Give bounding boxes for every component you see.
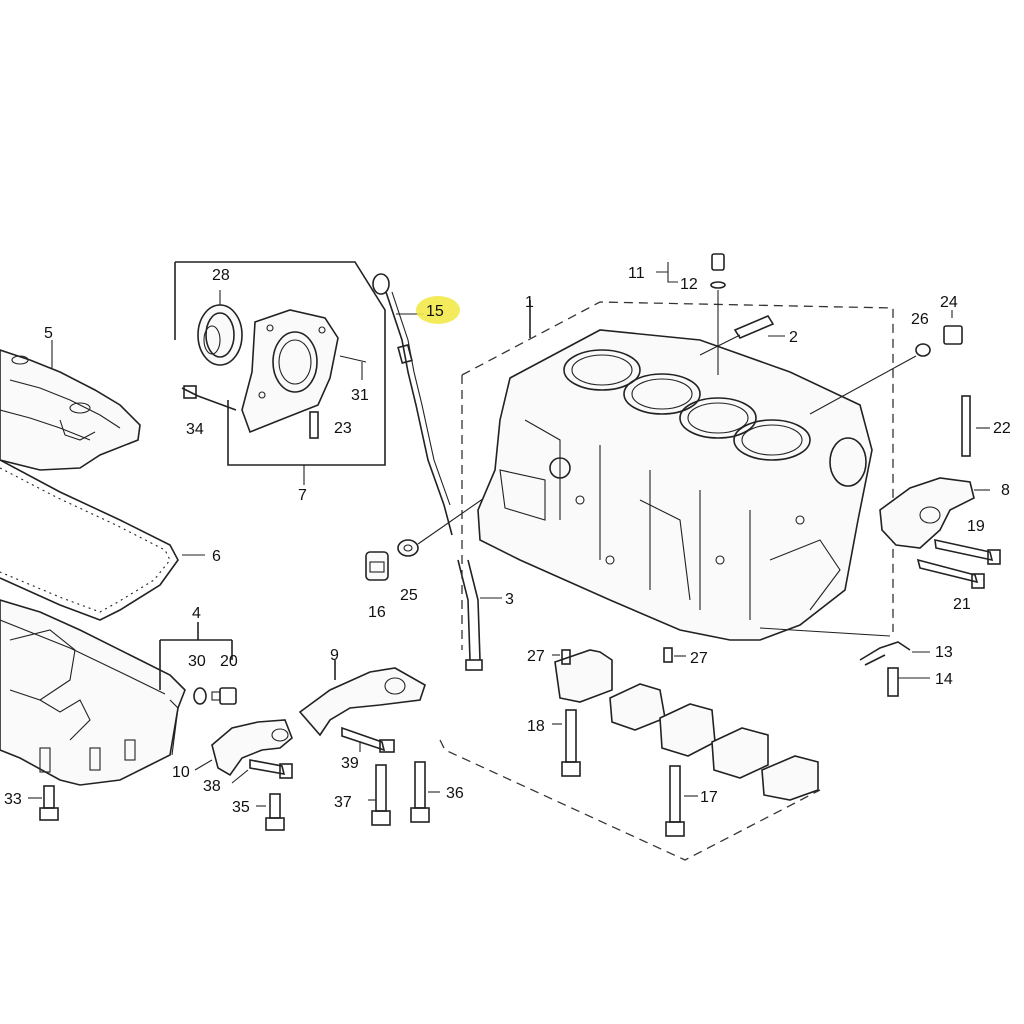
bolt-24-washer-26: [809, 310, 963, 415]
part-label-11: 11: [628, 265, 645, 282]
dipstick-15: [372, 273, 453, 536]
cylinder-block: [477, 329, 873, 641]
part-label-6: 6: [212, 548, 221, 565]
oil-baffle-5: [0, 340, 141, 471]
part-label-8: 8: [1001, 482, 1010, 499]
oil-seal-housing-group-7: [174, 261, 386, 485]
oil-jet-11-washer-12: [656, 253, 726, 375]
part-label-18: 18: [527, 718, 545, 735]
part-label-5: 5: [44, 325, 53, 342]
part-label-27a: 27: [527, 648, 545, 665]
part-label-31: 31: [351, 387, 369, 404]
part-label-7: 7: [298, 487, 307, 504]
bolt-2: [699, 314, 785, 356]
part-label-10: 10: [172, 764, 190, 781]
dipstick-tube-3: [457, 559, 502, 671]
part-label-26: 26: [911, 311, 929, 328]
oil-pan-gasket-6: [0, 459, 205, 621]
stiffener-9-bolts-39-37-36: [298, 660, 440, 826]
part-label-4: 4: [192, 605, 201, 622]
part-label-2: 2: [789, 329, 798, 346]
part-label-34: 34: [186, 421, 204, 438]
part-label-35: 35: [232, 799, 250, 816]
part-label-24: 24: [940, 294, 958, 311]
part-label-14: 14: [935, 671, 953, 688]
part-label-22: 22: [993, 420, 1011, 437]
part-label-28: 28: [212, 267, 230, 284]
plug-16-washer-25: [365, 479, 511, 581]
bearing-cap-bolts-18-17: [552, 709, 698, 837]
part-label-36: 36: [446, 785, 464, 802]
part-label-15: 15: [426, 303, 444, 320]
part-label-25: 25: [400, 587, 418, 604]
bolt-33: [28, 785, 59, 821]
part-label-1: 1: [525, 294, 534, 311]
part-label-12: 12: [680, 276, 698, 293]
part-label-13: 13: [935, 644, 953, 661]
stiffener-10-bolts-38-35: [194, 719, 293, 831]
bearing-caps: [552, 647, 819, 801]
highlight-marker-15: [416, 296, 460, 324]
part-label-16: 16: [368, 604, 386, 621]
drain-bolt-20-washer-30: [193, 687, 237, 705]
part-label-23: 23: [334, 420, 352, 437]
part-label-9: 9: [330, 647, 339, 664]
part-label-37: 37: [334, 794, 352, 811]
stud-22-bracket-8: [879, 395, 990, 549]
part-label-30: 30: [188, 653, 206, 670]
cylinder-block-group-1: [439, 300, 894, 861]
part-label-38: 38: [203, 778, 221, 795]
part-label-17: 17: [700, 789, 718, 806]
part-label-39: 39: [341, 755, 359, 772]
part-label-21: 21: [953, 596, 971, 613]
part-label-27b: 27: [690, 650, 708, 667]
oil-pan-4: [0, 599, 233, 786]
part-label-3: 3: [505, 591, 514, 608]
bolts-19-21: [916, 538, 1001, 589]
part-label-33: 33: [4, 791, 22, 808]
part-label-19: 19: [967, 518, 985, 535]
bracket-13-bolt-14: [759, 627, 930, 697]
part-label-20: 20: [220, 653, 238, 670]
